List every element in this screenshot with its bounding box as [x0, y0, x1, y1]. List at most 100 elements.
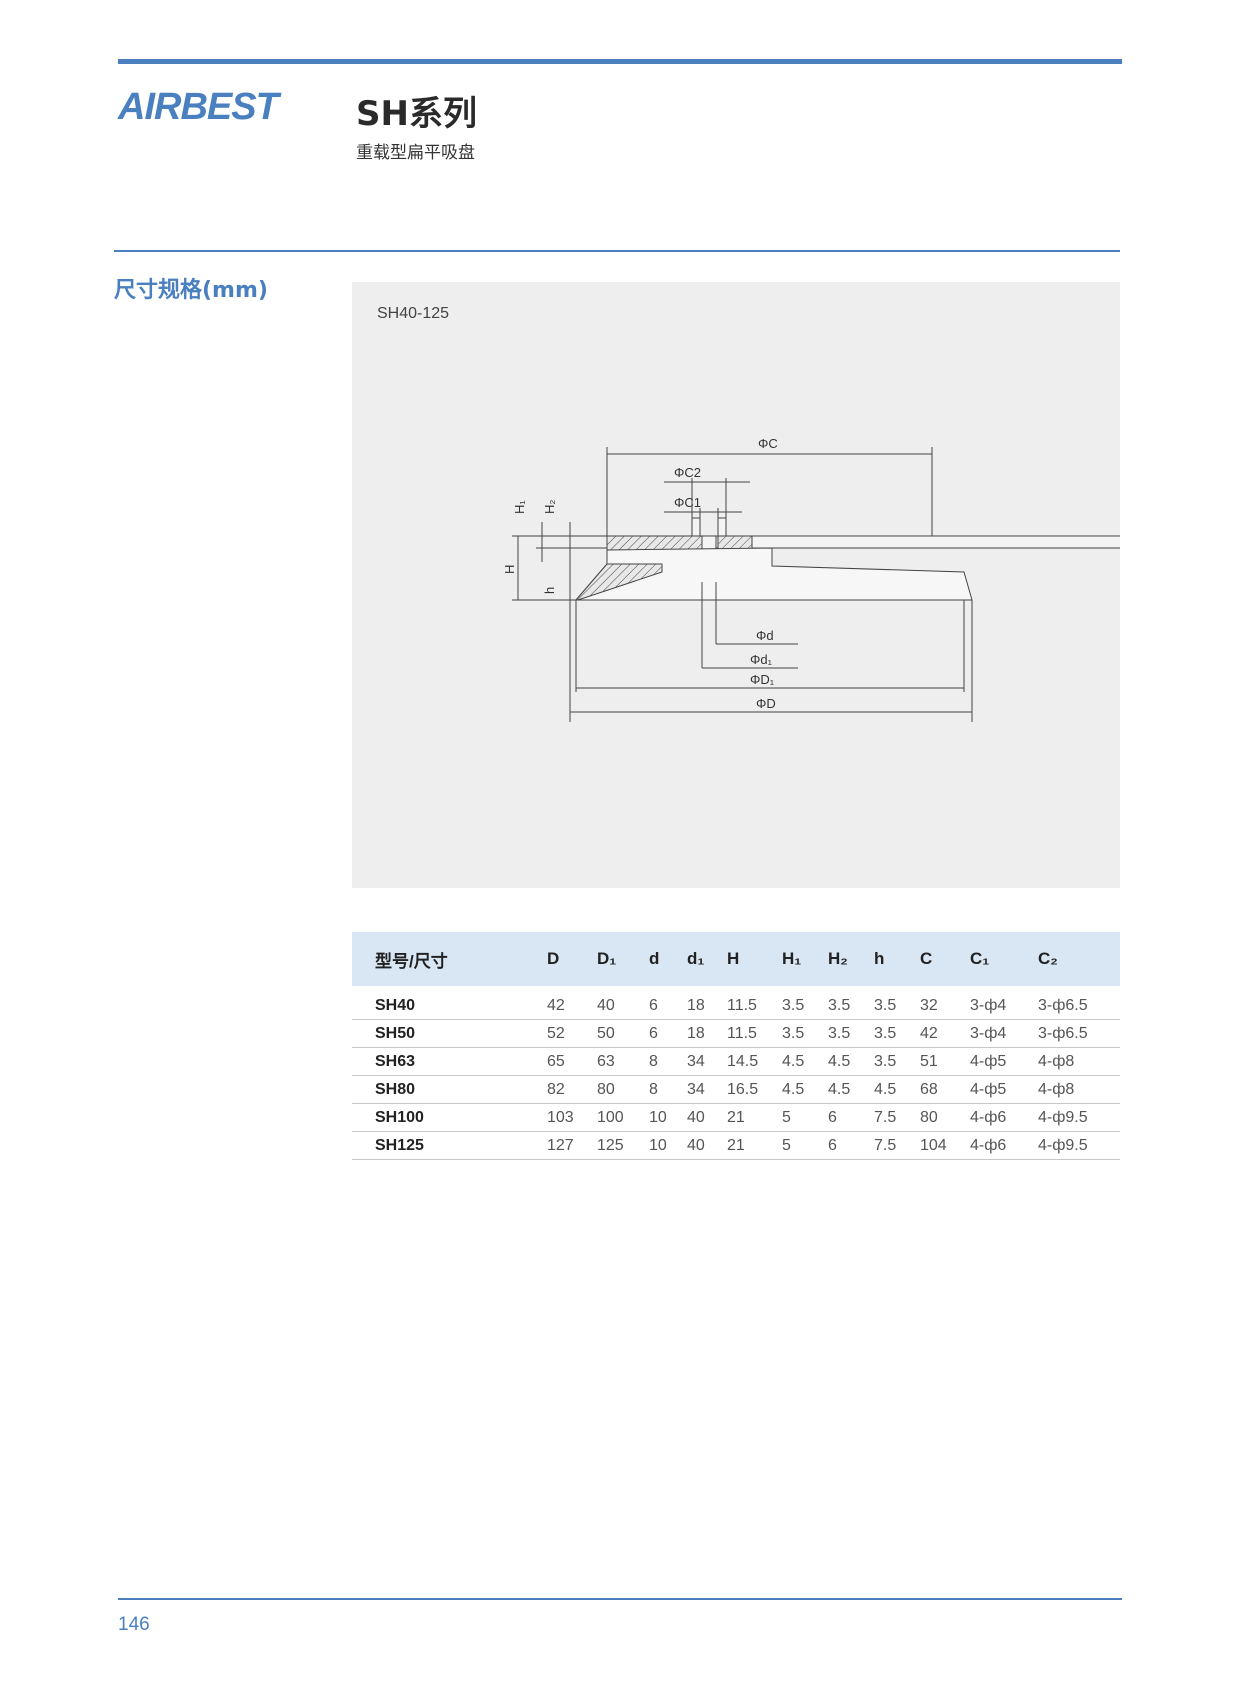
table-row: SH80 82 80 8 34 16.5 4.5 4.5 4.5 68 4-ф5… — [352, 1075, 1120, 1104]
brand-logo: AIRBEST — [118, 86, 279, 128]
table-header-row: 型号/尺寸 D D₁ d d₁ H H₁ H₂ h C C₁ C₂ — [352, 932, 1120, 986]
section-title: 尺寸规格(mm) — [114, 278, 268, 303]
label-phiC2: ΦC2 — [674, 465, 701, 480]
cell-model: SH100 — [352, 1103, 547, 1132]
label-phid: Φd — [756, 628, 774, 643]
top-rule — [118, 59, 1122, 64]
cell: 10 — [649, 1103, 687, 1132]
col-header-D: D — [547, 949, 560, 968]
col-header-model: 型号/尺寸 — [375, 951, 448, 971]
cell-model: SH50 — [352, 1019, 547, 1048]
cell: 4-ф5 — [970, 1047, 1038, 1076]
cell: 6 — [649, 1019, 687, 1048]
cell: 3-ф4 — [970, 1019, 1038, 1048]
cell: 42 — [920, 1019, 970, 1048]
cell: 82 — [547, 1075, 597, 1104]
cell: 63 — [597, 1047, 649, 1076]
cell: 4.5 — [828, 1075, 874, 1104]
cell: 127 — [547, 1131, 597, 1160]
table-row: SH63 65 63 8 34 14.5 4.5 4.5 3.5 51 4-ф5… — [352, 1047, 1120, 1076]
cell: 4-ф6 — [970, 1131, 1038, 1160]
cell: 4.5 — [782, 1047, 828, 1076]
cell: 18 — [687, 1019, 727, 1048]
cell: 40 — [597, 986, 649, 1020]
label-phid1: Φd₁ — [750, 652, 773, 667]
cell: 103 — [547, 1103, 597, 1132]
cell: 34 — [687, 1047, 727, 1076]
label-phiC: ΦC — [758, 436, 778, 451]
col-header-D1: D₁ — [597, 949, 617, 968]
bottom-rule — [118, 1598, 1122, 1600]
label-H2: H₂ — [542, 500, 557, 514]
cell: 21 — [727, 1131, 782, 1160]
cell: 4-ф6 — [970, 1103, 1038, 1132]
series-subtitle: 重载型扁平吸盘 — [356, 143, 475, 163]
col-header-C: C — [920, 949, 933, 968]
cell: 6 — [828, 1131, 874, 1160]
cell: 40 — [687, 1131, 727, 1160]
col-header-h: h — [874, 949, 885, 968]
label-H: H — [502, 565, 517, 574]
cell: 7.5 — [874, 1103, 920, 1132]
cell: 11.5 — [727, 986, 782, 1020]
cell: 4-ф5 — [970, 1075, 1038, 1104]
cup-lip-hatch — [574, 563, 663, 601]
cell: 3-ф4 — [970, 986, 1038, 1020]
boss-left — [691, 517, 701, 537]
cell: 42 — [547, 986, 597, 1020]
cell: 100 — [597, 1103, 649, 1132]
series-title: SH系列 — [356, 94, 477, 134]
technical-drawing: ΦC ΦC2 ΦC1 Φd Φd₁ ΦD₁ ΦD H H₁ H₂ h — [502, 436, 1120, 722]
cell: 3-ф6.5 — [1038, 1019, 1120, 1048]
cell: 3.5 — [828, 986, 874, 1020]
label-phiD: ΦD — [756, 696, 776, 711]
cell: 34 — [687, 1075, 727, 1104]
cell: 21 — [727, 1103, 782, 1132]
cell: 3.5 — [782, 1019, 828, 1048]
cell: 6 — [828, 1103, 874, 1132]
page-number: 146 — [118, 1614, 150, 1635]
cell: 5 — [782, 1131, 828, 1160]
cell: 7.5 — [874, 1131, 920, 1160]
cell: 11.5 — [727, 1019, 782, 1048]
table-row: SH100 103 100 10 40 21 5 6 7.5 80 4-ф6 4… — [352, 1103, 1120, 1132]
cell-model: SH63 — [352, 1047, 547, 1076]
cell: 4-ф9.5 — [1038, 1103, 1120, 1132]
cell: 4.5 — [782, 1075, 828, 1104]
cell: 14.5 — [727, 1047, 782, 1076]
cell: 4-ф8 — [1038, 1047, 1120, 1076]
col-header-H2: H₂ — [828, 949, 848, 968]
cell: 6 — [649, 986, 687, 1020]
label-phiC1: ΦC1 — [674, 495, 701, 510]
cell: 32 — [920, 986, 970, 1020]
cell: 8 — [649, 1075, 687, 1104]
cell: 3.5 — [874, 986, 920, 1020]
cell: 3.5 — [828, 1019, 874, 1048]
spec-table: 型号/尺寸 D D₁ d d₁ H H₁ H₂ h C C₁ C₂ SH40 4… — [352, 932, 1120, 1160]
table-row: SH125 127 125 10 40 21 5 6 7.5 104 4-ф6 … — [352, 1131, 1120, 1160]
table-row: SH40 42 40 6 18 11.5 3.5 3.5 3.5 32 3-ф4… — [352, 986, 1120, 1020]
cell: 16.5 — [727, 1075, 782, 1104]
cell: 52 — [547, 1019, 597, 1048]
cell-model: SH125 — [352, 1131, 547, 1160]
col-header-H1: H₁ — [782, 949, 802, 968]
cell: 50 — [597, 1019, 649, 1048]
cell: 80 — [597, 1075, 649, 1104]
cell: 104 — [920, 1131, 970, 1160]
cell: 40 — [687, 1103, 727, 1132]
section-rule — [114, 250, 1120, 252]
table-row: SH50 52 50 6 18 11.5 3.5 3.5 3.5 42 3-ф4… — [352, 1019, 1120, 1048]
cell-model: SH80 — [352, 1075, 547, 1104]
cell: 18 — [687, 986, 727, 1020]
cell: 68 — [920, 1075, 970, 1104]
col-header-C1: C₁ — [970, 949, 990, 968]
cell: 5 — [782, 1103, 828, 1132]
drawing-model-label: SH40-125 — [377, 305, 450, 322]
cell-model: SH40 — [352, 986, 547, 1020]
cell: 4-ф9.5 — [1038, 1131, 1120, 1160]
cell: 4-ф8 — [1038, 1075, 1120, 1104]
cell: 80 — [920, 1103, 970, 1132]
col-header-H: H — [727, 949, 740, 968]
cell: 3.5 — [874, 1047, 920, 1076]
cell: 65 — [547, 1047, 597, 1076]
